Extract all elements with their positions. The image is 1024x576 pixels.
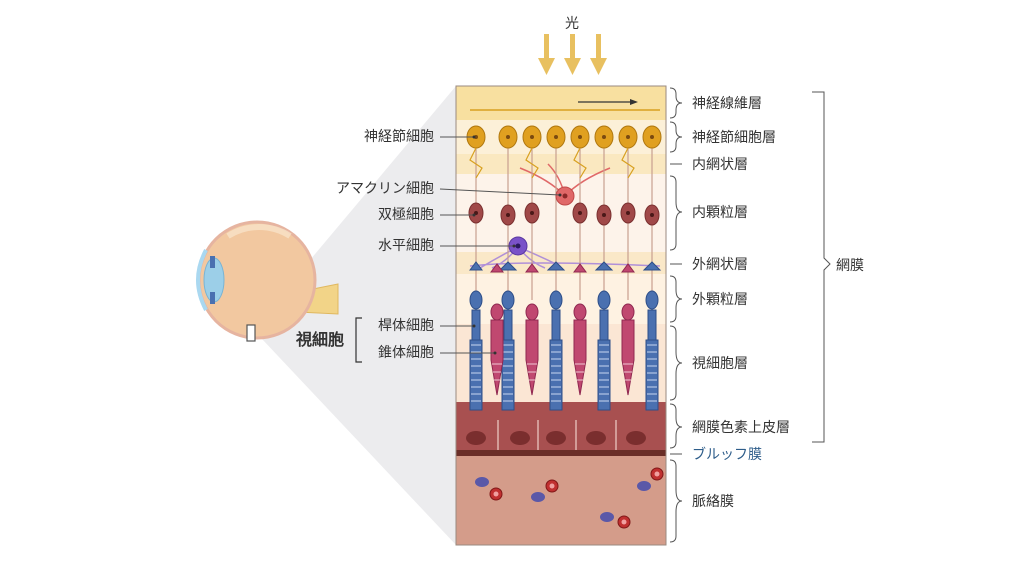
iris <box>210 256 215 268</box>
label-retina: 網膜 <box>836 258 864 274</box>
left-labels: 神経節細胞 アマクリン細胞 双極細胞 水平細胞 視細胞 桿体細胞 錐体細胞 <box>295 128 562 363</box>
light-label: 光 <box>565 16 579 32</box>
retina-bracket <box>812 91 831 443</box>
layer-label-texts: 神経線維層 神経節細胞層 内網状層 内顆粒層 外網状層 外顆粒層 視細胞層 網膜… <box>692 96 864 510</box>
photoreceptor-bracket <box>355 317 362 363</box>
choroid-blood-cells <box>475 467 664 529</box>
label-outer-plexiform-layer: 外網状層 <box>692 257 748 273</box>
light-arrows <box>538 34 607 75</box>
label-photoreceptor-layer: 視細胞層 <box>692 356 748 372</box>
cornea <box>196 249 208 311</box>
label-bruch-membrane: ブルッフ膜 <box>692 446 762 463</box>
rpe-cells <box>466 420 646 450</box>
label-rpe-layer: 網膜色素上皮層 <box>692 419 790 436</box>
band-choroid <box>456 456 666 545</box>
right-layer-labels <box>669 87 831 543</box>
retina-panel <box>455 85 667 546</box>
retina-region-marker <box>246 324 256 342</box>
label-rod-cell: 桿体細胞 <box>378 318 434 334</box>
eye-illustration <box>196 220 339 342</box>
label-outer-nuclear-layer: 外顆粒層 <box>692 292 748 308</box>
label-bipolar-cell: 双極細胞 <box>378 207 434 223</box>
label-choroid: 脈絡膜 <box>692 494 734 510</box>
label-photoreceptor-cells: 視細胞 <box>295 330 344 349</box>
cell-columns <box>466 125 664 529</box>
band-inner-plexiform <box>456 154 666 174</box>
band-bruch <box>456 450 666 456</box>
label-inner-plexiform-layer: 内網状層 <box>692 157 748 173</box>
axon-direction-arrow <box>578 99 638 105</box>
label-ganglion-cell: 神経節細胞 <box>364 128 434 145</box>
label-nerve-fiber-layer: 神経線維層 <box>692 96 762 112</box>
label-cone-cell: 錐体細胞 <box>378 345 434 361</box>
cone-cells <box>490 263 635 396</box>
rod-cells <box>469 261 662 411</box>
magnification-cone <box>246 86 456 545</box>
label-horizontal-cell: 水平細胞 <box>378 238 434 254</box>
label-amacrine-cell: アマクリン細胞 <box>336 181 434 197</box>
label-ganglion-cell-layer: 神経節細胞層 <box>692 129 776 146</box>
label-inner-nuclear-layer: 内顆粒層 <box>692 205 748 221</box>
